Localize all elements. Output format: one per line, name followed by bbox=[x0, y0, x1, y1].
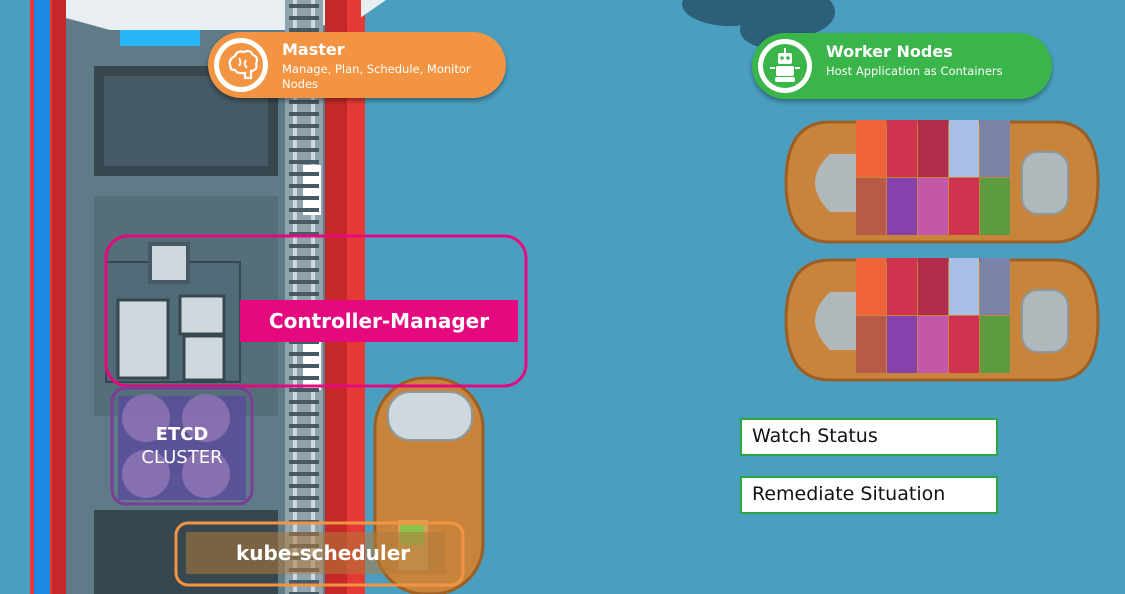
etcd-frame bbox=[110, 386, 254, 506]
brain-icon bbox=[219, 43, 263, 87]
rail-sleeper bbox=[289, 376, 319, 380]
shipping-container bbox=[949, 258, 979, 315]
master-title: Master bbox=[282, 40, 345, 59]
shipping-container bbox=[887, 258, 917, 315]
shipping-container bbox=[887, 120, 917, 177]
worker-nodes-title: Worker Nodes bbox=[826, 42, 953, 61]
shipping-container bbox=[918, 316, 948, 373]
rail-sleeper bbox=[289, 436, 319, 440]
scheduler-frame bbox=[174, 521, 465, 587]
shipping-container bbox=[887, 178, 917, 235]
etcd-subtitle: CLUSTER bbox=[141, 447, 223, 468]
rail-sleeper bbox=[289, 424, 319, 428]
rail-sleeper bbox=[289, 196, 319, 200]
shipping-container bbox=[980, 178, 1010, 235]
etcd-cylinders bbox=[118, 394, 246, 500]
remediate-situation-label: Remediate Situation bbox=[740, 476, 998, 514]
shipping-container bbox=[980, 316, 1010, 373]
shipping-container bbox=[918, 258, 948, 315]
rail-sleeper bbox=[289, 592, 319, 594]
rail-sleeper bbox=[289, 412, 319, 416]
rail-sleeper bbox=[289, 184, 319, 188]
shipping-container bbox=[949, 316, 979, 373]
rail-sleeper bbox=[289, 16, 319, 20]
worker-nodes-badge: Worker Nodes Host Application as Contain… bbox=[752, 33, 1052, 99]
worker-icon-circle bbox=[758, 39, 812, 93]
rail-sleeper bbox=[289, 208, 319, 212]
rail-sleeper bbox=[289, 580, 319, 584]
shipping-container bbox=[856, 178, 886, 235]
rail-sleeper bbox=[289, 4, 319, 8]
controller-manager-frame bbox=[104, 234, 528, 388]
shipping-container bbox=[980, 258, 1010, 315]
rail-sleeper bbox=[289, 160, 319, 164]
shipping-container bbox=[949, 120, 979, 177]
worker-ship-cabin bbox=[1021, 289, 1069, 353]
worker-ship-bow bbox=[815, 292, 856, 350]
rail-sleeper bbox=[289, 472, 319, 476]
rail-sleeper bbox=[289, 484, 319, 488]
shipping-container bbox=[856, 120, 886, 177]
shipping-container bbox=[980, 120, 1010, 177]
rail-sleeper bbox=[289, 100, 319, 104]
shipping-container bbox=[887, 316, 917, 373]
rail-sleeper bbox=[289, 280, 319, 284]
master-subtitle: Manage, Plan, Schedule, Monitor Nodes bbox=[282, 62, 471, 91]
rail-sleeper bbox=[289, 28, 319, 32]
controller-manager-label: Controller-Manager bbox=[268, 309, 490, 333]
rail-sleeper bbox=[289, 352, 319, 356]
worker-nodes-subtitle: Host Application as Containers bbox=[826, 64, 1003, 78]
master-badge: Master Manage, Plan, Schedule, Monitor N… bbox=[208, 32, 506, 98]
rail-sleeper bbox=[289, 460, 319, 464]
controller-manager-banner bbox=[240, 300, 518, 342]
shipping-container bbox=[856, 258, 886, 315]
shipping-container bbox=[949, 178, 979, 235]
rail-sleeper bbox=[289, 448, 319, 452]
rail-sleeper bbox=[289, 124, 319, 128]
rail-sleeper bbox=[289, 388, 319, 392]
worker-ship bbox=[784, 258, 1100, 382]
rail-sleeper bbox=[289, 268, 319, 272]
robot-icon bbox=[763, 44, 807, 88]
rail-sleeper bbox=[289, 364, 319, 368]
worker-ship-cabin bbox=[1021, 151, 1069, 215]
rail-sleeper bbox=[289, 244, 319, 248]
scheduler-crane bbox=[186, 532, 446, 574]
master-icon-circle bbox=[214, 38, 268, 92]
smoke-cloud bbox=[682, 0, 835, 48]
rail-sleeper bbox=[289, 292, 319, 296]
shipping-container bbox=[856, 316, 886, 373]
shipping-container bbox=[918, 120, 948, 177]
rail-sleeper bbox=[289, 220, 319, 224]
etcd-title: ETCD bbox=[155, 424, 209, 445]
rail-sleeper bbox=[289, 256, 319, 260]
rail-sleeper bbox=[289, 232, 319, 236]
worker-ship-bow bbox=[815, 154, 856, 212]
worker-ships bbox=[784, 120, 1100, 382]
kube-scheduler-label: kube-scheduler bbox=[236, 541, 411, 565]
rail-sleeper bbox=[289, 136, 319, 140]
worker-ship bbox=[784, 120, 1100, 244]
shipping-container bbox=[918, 178, 948, 235]
rail-sleeper bbox=[289, 400, 319, 404]
watch-status-label: Watch Status bbox=[740, 418, 998, 456]
rail-sleeper bbox=[289, 508, 319, 512]
rail-sleeper bbox=[289, 112, 319, 116]
etcd-label: ETCD CLUSTER bbox=[112, 424, 252, 470]
rail-sleeper bbox=[289, 172, 319, 176]
rail-sleeper bbox=[289, 496, 319, 500]
rail-sleeper bbox=[289, 148, 319, 152]
